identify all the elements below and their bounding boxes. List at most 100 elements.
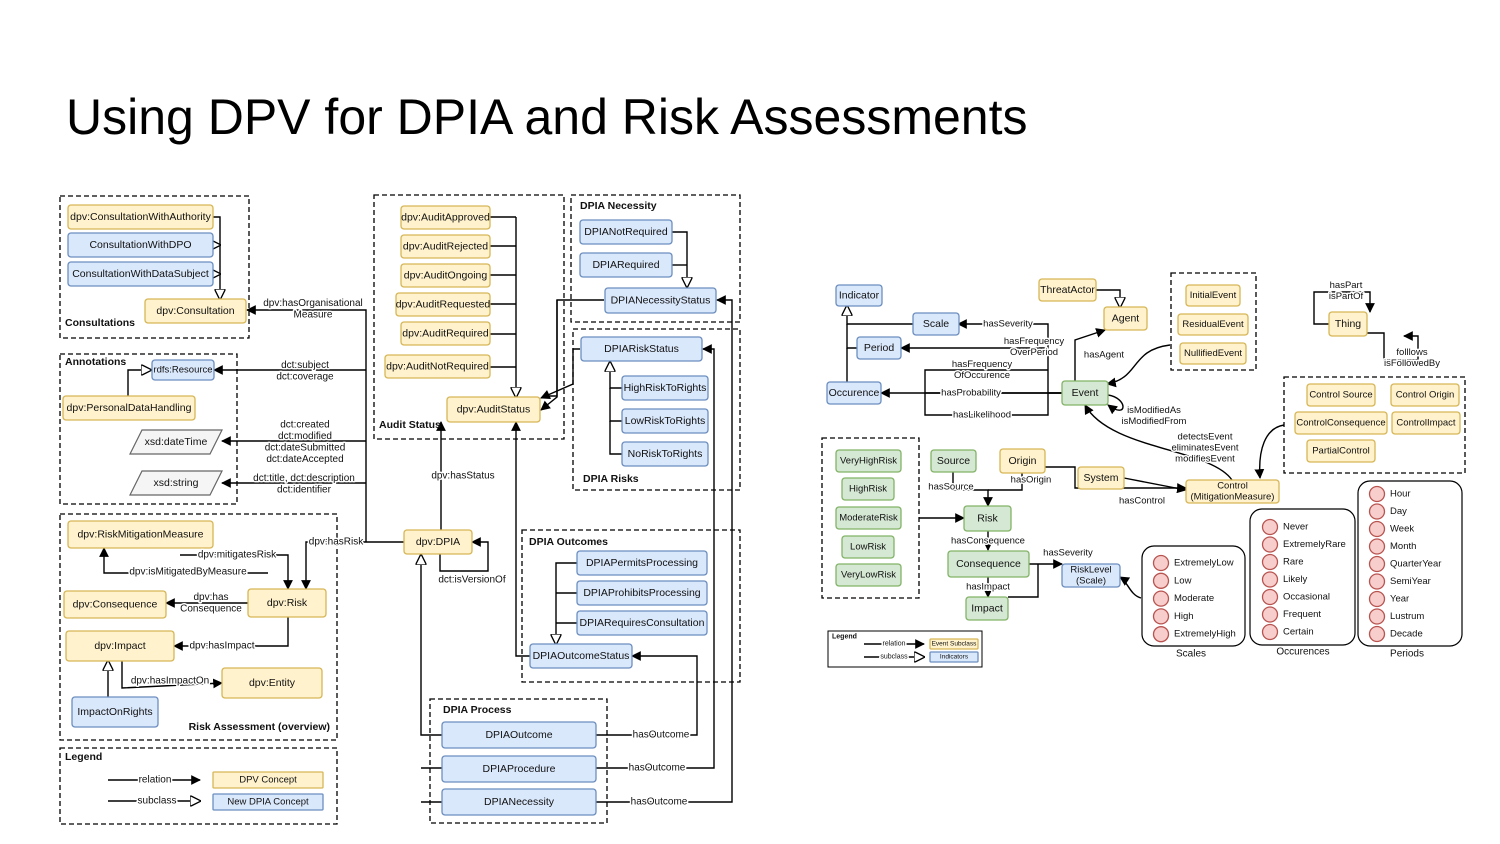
right-edges-event-control-label: modifiesEvent (1175, 453, 1235, 464)
left-groups-process-label: DPIA Process (443, 704, 512, 716)
edge-outcome-1 (596, 651, 698, 736)
right-nodes-initial-event-text: InitialEvent (1190, 290, 1237, 301)
left-nodes-legend-new-dpia-concept-text: New DPIA Concept (227, 797, 309, 808)
right-nodes-high-risk-node: HighRisk (841, 477, 895, 501)
periods-item-0-circle (1368, 485, 1386, 503)
left-nodes-consultation-with-data-subject-node: ConsultationWithDataSubject (67, 261, 214, 287)
left-edges-legend-relation-label: relation (139, 775, 172, 786)
has-outcome-label-2: hasOutcome (629, 763, 686, 774)
right-nodes-partial-control-node: PartialControl (1306, 439, 1376, 463)
left-groups-legend-label: Legend (65, 751, 102, 763)
right-nodes-residual-event-node: ResidualEvent (1177, 313, 1249, 336)
scales-label: Scales (1176, 649, 1206, 660)
left-edges-title-description-label: dct:identifier (277, 484, 332, 495)
left-edges-has-consequence-label: Consequence (180, 603, 242, 614)
right-edges-is-modified-label: isModifiedFrom (1122, 416, 1187, 427)
left-groups-risk-assessment-label: Risk Assessment (overview) (189, 721, 330, 733)
periods-item-2: Week (1390, 524, 1414, 535)
periods-item-1-circle (1368, 503, 1386, 520)
left-nodes-dpia-necessity-text: DPIANecessity (484, 796, 555, 808)
periods-item-0: Hour (1390, 489, 1411, 500)
edge-threat-agent (1096, 289, 1120, 307)
left-nodes-risk-text: dpv:Risk (267, 597, 308, 609)
edge-outcome-to-audit (511, 421, 530, 657)
scales-item-1-circle (1152, 572, 1170, 589)
left-edges-dates-label: dct:dateSubmitted (265, 442, 346, 453)
right-edges-has-consequence-label: hasConsequence (951, 536, 1025, 547)
right-nodes-agent-node: Agent (1103, 306, 1148, 331)
edge-event-control (1084, 404, 1233, 481)
left-nodes-audit-required-text: dpv:AuditRequired (402, 328, 489, 340)
left-nodes-consultation-with-dpo-text: ConsultationWithDPO (89, 239, 191, 251)
left-edges-has-risk-label: dpv:hasRisk (309, 537, 364, 548)
edge-nec-notreq (672, 231, 687, 287)
edge-outcome-3 (596, 295, 733, 803)
right-nodes-indicator-text: Indicator (839, 290, 880, 302)
occurences-item-6-circle (1261, 623, 1279, 641)
left-nodes-xsd-string-node: xsd:string (129, 470, 223, 496)
annotations-group (59, 353, 238, 505)
left-nodes-low-risk-node: LowRiskToRights (621, 408, 709, 434)
left-nodes-dpia-necessity-status-text: DPIANecessityStatus (611, 295, 711, 307)
left-nodes-audit-rejected-text: dpv:AuditRejected (403, 241, 488, 253)
right-edges-has-frequency-over-period-label: hasFrequency (1004, 336, 1064, 347)
left-nodes-dpia-necessity-node: DPIANecessity (441, 788, 597, 816)
left-nodes-no-risk-text: NoRiskToRights (628, 448, 703, 460)
right-nodes-thing-node: Thing (1328, 311, 1368, 337)
left-nodes-dpia-procedure-text: DPIAProcedure (483, 763, 556, 775)
right-edges-is-modified-label: isModifiedAs (1127, 405, 1181, 416)
right-nodes-initial-event-node: InitialEvent (1185, 284, 1241, 307)
left-groups-annotations-label: Annotations (65, 356, 126, 368)
left-nodes-audit-rejected-node: dpv:AuditRejected (400, 234, 491, 259)
left-nodes-consultation-text: dpv:Consultation (156, 305, 234, 317)
right-edges-legend-title-label: Legend (832, 634, 857, 641)
right-nodes-threat-actor-text: ThreatActor (1040, 284, 1095, 296)
left-nodes-audit-required-node: dpv:AuditRequired (400, 321, 491, 346)
edge-scales-risklevel (1119, 576, 1142, 599)
left-edges-legend-subclass-label: subclass (138, 796, 177, 807)
edge-has-origin (1039, 466, 1187, 493)
left-nodes-consultation-with-data-subject-text: ConsultationWithDataSubject (72, 268, 209, 280)
left-edges-has-organisational-measure-label: Measure (294, 309, 333, 320)
left-nodes-dpia-not-required-text: DPIANotRequired (584, 226, 668, 238)
left-nodes-personal-data-handling-node: dpv:PersonalDataHandling (62, 395, 196, 421)
right-edges-follows-label: folllows (1396, 347, 1427, 358)
right-nodes-thing-text: Thing (1335, 318, 1361, 330)
left-nodes-risk-mitigation-measure-node: dpv:RiskMitigationMeasure (67, 520, 214, 549)
event-subclasses-group (1170, 272, 1257, 371)
edge-has-impact (173, 617, 289, 651)
right-edges-has-impact-label: hasImpact (966, 582, 1010, 593)
right-nodes-legend-indicators-node: Indicators (929, 651, 979, 663)
left-nodes-dpia-required-node: DPIARequired (579, 252, 673, 278)
left-edges-has-consequence-label: dpv:has (193, 592, 228, 603)
occurences-item-4-circle (1261, 588, 1279, 606)
right-nodes-source-text: Source (937, 455, 970, 467)
right-nodes-control-consequence-text: ControlConsequence (1296, 418, 1385, 429)
left-nodes-dpia-outcome-status-text: DPIAOutcomeStatus (533, 650, 630, 662)
right-nodes-occurence-node: Occurence (826, 381, 882, 405)
right-edges-has-severity-2-label: hasSeverity (1043, 548, 1093, 559)
right-nodes-control-node: Control(MitigationMeasure) (1185, 479, 1280, 504)
right-nodes-period-node: Period (856, 336, 902, 360)
periods-item-4: QuarterYear (1390, 559, 1441, 570)
occurences-item-5: Frequent (1283, 609, 1321, 620)
right-edges-has-probability-label: hasProbability (941, 388, 1001, 399)
periods-item-7-circle (1368, 608, 1386, 625)
edge-control-subclass (1254, 424, 1285, 479)
left-nodes-dpia-permits-node: DPIAPermitsProcessing (576, 550, 708, 576)
left-nodes-audit-status-node: dpv:AuditStatus (446, 396, 541, 423)
periods-item-5: SemiYear (1390, 576, 1431, 587)
right-nodes-control-text: (MitigationMeasure) (1191, 491, 1275, 502)
right-edges-has-control-label: hasControl (1119, 496, 1165, 507)
left-nodes-dpia-outcome-node: DPIAOutcome (441, 721, 597, 749)
audit-status-group (373, 194, 565, 440)
right-nodes-moderate-risk-node: ModerateRisk (835, 506, 902, 530)
left-edges-is-mitigated-by-measure-label: dpv:isMitigatedByMeasure (129, 567, 247, 578)
left-nodes-dpia-risk-status-node: DPIARiskStatus (580, 336, 703, 362)
left-nodes-audit-ongoing-text: dpv:AuditOngoing (404, 270, 488, 282)
left-nodes-xsd-datetime-node: xsd:dateTime (129, 429, 223, 455)
right-nodes-legend-event-subclass-node: Event Subclass (929, 638, 979, 650)
right-edges-has-severity-label: hasSeverity (983, 319, 1033, 330)
left-edges-dates-label: dct:created (280, 419, 329, 430)
left-edges-has-impact-label: dpv:hasImpact (189, 641, 254, 652)
